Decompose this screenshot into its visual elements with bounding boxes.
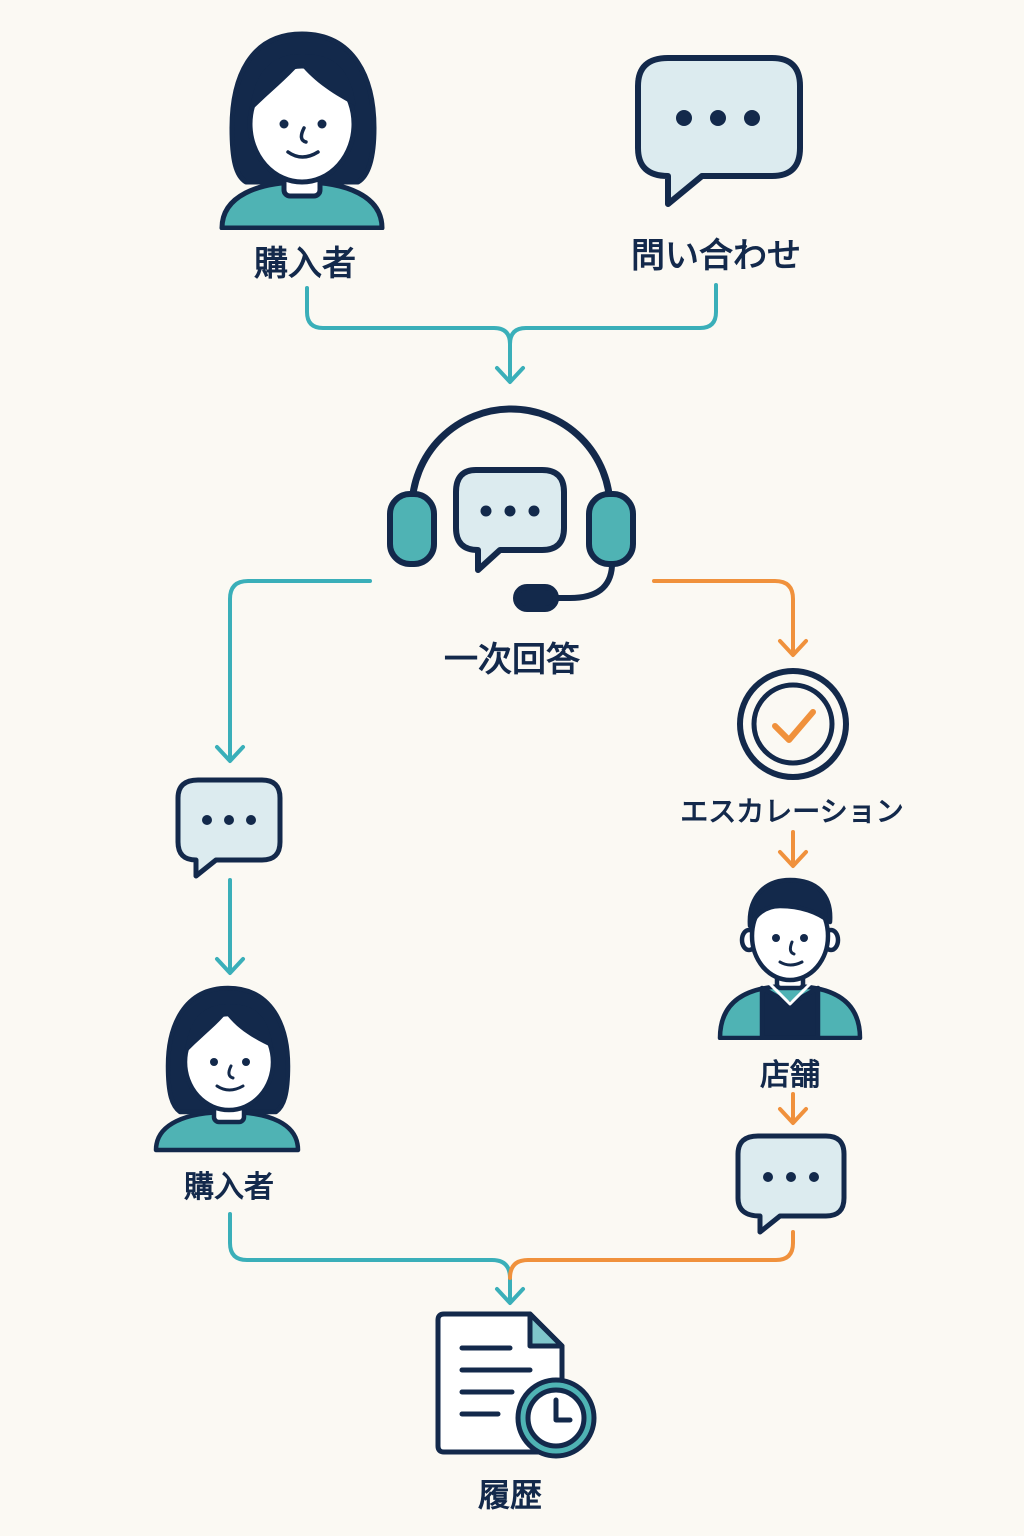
label-inquiry: 問い合わせ	[631, 236, 801, 276]
edge-store-reply-to-history	[508, 1230, 795, 1280]
label-buyer-bottom: 購入者	[184, 1170, 274, 1205]
label-history: 履歴	[477, 1476, 543, 1514]
speech-bubble-icon	[175, 777, 283, 879]
speech-bubble-icon	[635, 55, 803, 207]
arrowhead-store-reply	[778, 1107, 808, 1125]
document-clock-icon	[435, 1311, 597, 1459]
arrowhead-reply-bubble	[215, 745, 245, 763]
arrowhead-history	[495, 1287, 525, 1305]
edge-first-response-to-escalation	[652, 579, 795, 656]
woman-avatar-icon	[153, 985, 301, 1153]
woman-avatar-icon	[219, 31, 385, 230]
label-store: 店舗	[760, 1058, 820, 1093]
edge-buyer-to-first-response	[305, 286, 512, 383]
arrowhead-escalation	[778, 639, 808, 657]
edge-buyer-to-history	[228, 1212, 512, 1304]
label-buyer-top: 購入者	[254, 244, 356, 284]
edge-inquiry-to-first-response	[508, 283, 718, 346]
arrowhead-buyer-bottom	[215, 957, 245, 975]
arrowhead-store	[778, 850, 808, 868]
check-circle-icon	[737, 668, 849, 780]
label-first-response: 一次回答	[444, 640, 580, 680]
shopkeeper-avatar-icon	[717, 877, 863, 1040]
label-escalation: エスカレーション	[680, 795, 904, 828]
speech-bubble-icon	[735, 1133, 847, 1235]
edge-first-response-to-reply	[228, 579, 372, 762]
arrowhead-first-response	[495, 366, 525, 384]
headset-chat-icon	[387, 405, 636, 612]
